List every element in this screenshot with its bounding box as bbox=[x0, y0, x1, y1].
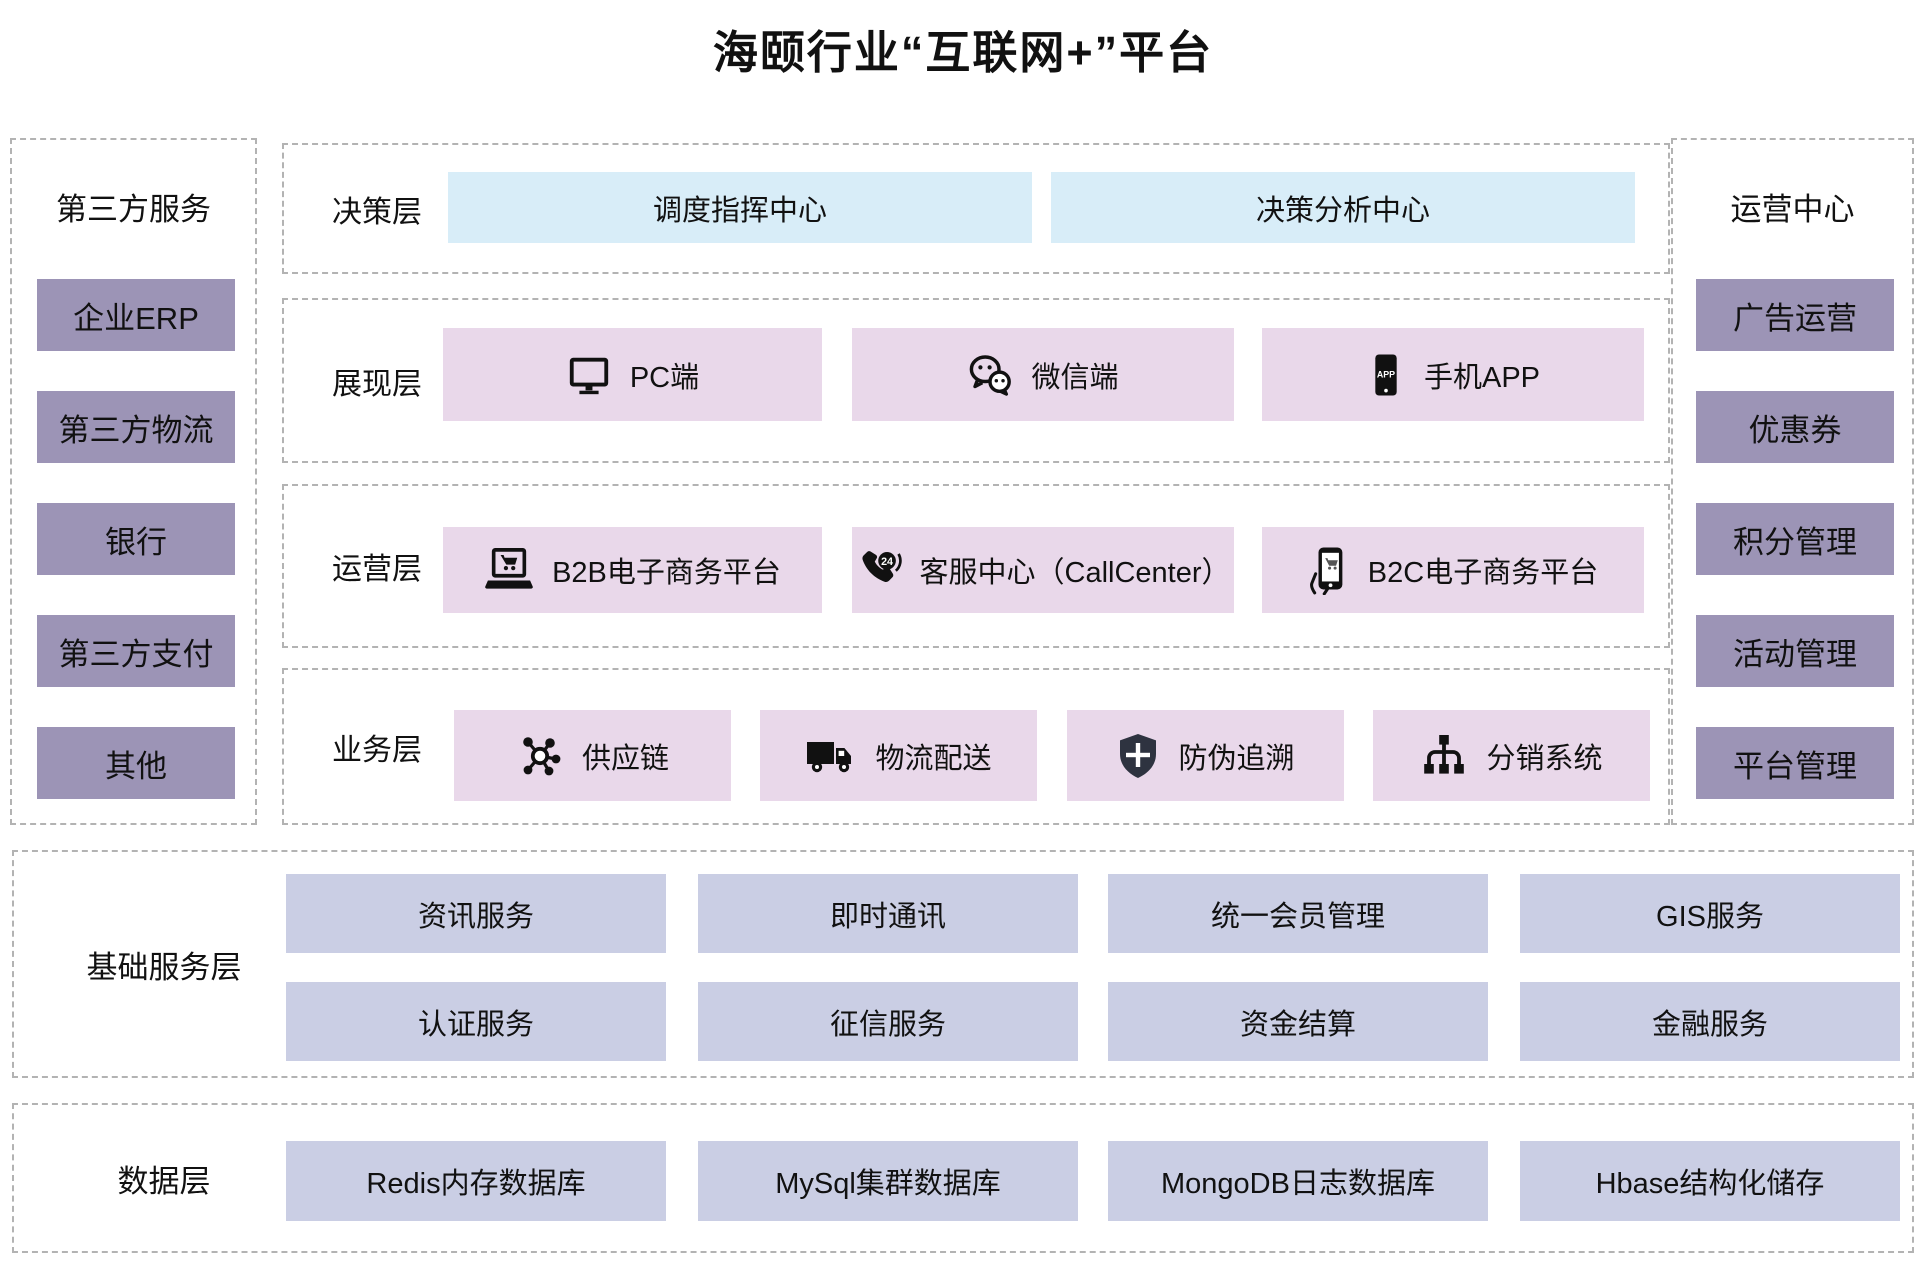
decision-layer-panel: 决策层 调度指挥中心 决策分析中心 bbox=[282, 143, 1670, 274]
phone-cart-icon bbox=[1308, 545, 1350, 595]
supply-chain-box: 供应链 bbox=[454, 710, 731, 801]
distribution-system-label: 分销系统 bbox=[1486, 742, 1603, 775]
fund-settlement-box: 资金结算 bbox=[1108, 982, 1488, 1061]
mobile-app-icon: APP bbox=[1366, 352, 1406, 398]
activity-management-box: 活动管理 bbox=[1696, 615, 1894, 687]
page-title: 海颐行业“互联网+”平台 bbox=[712, 27, 1214, 78]
other-box: 其他 bbox=[37, 727, 235, 799]
b2c-platform-box: B2C电子商务平台 bbox=[1262, 527, 1644, 613]
ad-operation-box: 广告运营 bbox=[1696, 279, 1894, 351]
distribution-icon bbox=[1420, 732, 1468, 780]
pc-client-box: PC端 bbox=[443, 328, 822, 421]
gis-service-box: GIS服务 bbox=[1520, 874, 1900, 953]
third-party-services-title: 第三方服务 bbox=[56, 192, 211, 227]
operation-center-title: 运营中心 bbox=[1730, 192, 1855, 227]
call-center-box: 24 客服中心（CallCenter） bbox=[852, 527, 1234, 613]
credit-service-box: 征信服务 bbox=[698, 982, 1078, 1061]
base-service-layer-label: 基础服务层 bbox=[86, 949, 242, 985]
operation-center-panel: 运营中心 广告运营 优惠券 积分管理 活动管理 平台管理 bbox=[1671, 138, 1914, 825]
b2c-platform-label: B2C电子商务平台 bbox=[1367, 557, 1599, 589]
supply-chain-label: 供应链 bbox=[581, 742, 669, 775]
third-party-services-panel: 第三方服务 企业ERP 第三方物流 银行 第三方支付 其他 bbox=[10, 138, 257, 825]
mobile-app-label: 手机APP bbox=[1423, 361, 1541, 394]
call-center-label: 客服中心（CallCenter） bbox=[919, 557, 1231, 589]
auth-service-box: 认证服务 bbox=[286, 982, 666, 1061]
truck-icon bbox=[805, 734, 857, 778]
mongodb-db-box: MongoDB日志数据库 bbox=[1108, 1141, 1488, 1221]
base-service-layer-panel: 基础服务层 资讯服务 即时通讯 统一会员管理 GIS服务 认证服务 征信服务 资… bbox=[12, 850, 1914, 1078]
supply-chain-icon bbox=[516, 732, 564, 780]
wechat-icon bbox=[967, 352, 1013, 398]
operation-layer-label: 运营层 bbox=[332, 553, 422, 586]
redis-db-box: Redis内存数据库 bbox=[286, 1141, 666, 1221]
decision-analysis-center-label: 决策分析中心 bbox=[1255, 194, 1430, 227]
b2b-platform-box: B2B电子商务平台 bbox=[443, 527, 822, 613]
wechat-client-label: 微信端 bbox=[1031, 361, 1119, 394]
presentation-layer-panel: 展现层 PC端 微信端 APP bbox=[282, 298, 1670, 463]
logistics-delivery-box: 物流配送 bbox=[760, 710, 1037, 801]
callcenter-24-icon: 24 bbox=[856, 547, 902, 593]
anti-counterfeit-box: 防伪追溯 bbox=[1067, 710, 1344, 801]
dispatch-command-center-box: 调度指挥中心 bbox=[448, 172, 1032, 243]
bank-box: 银行 bbox=[37, 503, 235, 575]
presentation-layer-label: 展现层 bbox=[332, 367, 422, 401]
operation-layer-panel: 运营层 B2B电子商务平台 24 客服中 bbox=[282, 484, 1670, 648]
business-layer-label: 业务层 bbox=[332, 733, 422, 767]
dispatch-command-center-label: 调度指挥中心 bbox=[652, 194, 827, 227]
wechat-client-box: 微信端 bbox=[852, 328, 1234, 421]
financial-service-box: 金融服务 bbox=[1520, 982, 1900, 1061]
b2b-platform-label: B2B电子商务平台 bbox=[552, 557, 781, 589]
svg-text:APP: APP bbox=[1377, 369, 1395, 379]
info-service-box: 资讯服务 bbox=[286, 874, 666, 953]
hbase-storage-box: Hbase结构化储存 bbox=[1520, 1141, 1900, 1221]
platform-management-box: 平台管理 bbox=[1696, 727, 1894, 799]
coupon-box: 优惠券 bbox=[1696, 391, 1894, 463]
instant-messaging-box: 即时通讯 bbox=[698, 874, 1078, 953]
business-layer-panel: 业务层 供应链 bbox=[282, 668, 1670, 825]
pc-client-label: PC端 bbox=[629, 361, 700, 394]
decision-analysis-center-box: 决策分析中心 bbox=[1051, 172, 1635, 243]
mobile-app-box: APP 手机APP bbox=[1262, 328, 1644, 421]
data-layer-label: 数据层 bbox=[117, 1163, 211, 1199]
third-party-logistics-box: 第三方物流 bbox=[37, 391, 235, 463]
erp-box: 企业ERP bbox=[37, 279, 235, 351]
decision-layer-label: 决策层 bbox=[332, 195, 422, 229]
third-party-payment-box: 第三方支付 bbox=[37, 615, 235, 687]
monitor-icon bbox=[566, 352, 612, 398]
logistics-delivery-label: 物流配送 bbox=[875, 742, 992, 775]
data-layer-panel: 数据层 Redis内存数据库 MySql集群数据库 MongoDB日志数据库 H… bbox=[12, 1103, 1914, 1253]
distribution-system-box: 分销系统 bbox=[1373, 710, 1650, 801]
laptop-cart-icon bbox=[484, 547, 534, 593]
anti-counterfeit-label: 防伪追溯 bbox=[1178, 742, 1295, 775]
mysql-db-box: MySql集群数据库 bbox=[698, 1141, 1078, 1221]
svg-text:24: 24 bbox=[881, 556, 893, 568]
unified-member-management-box: 统一会员管理 bbox=[1108, 874, 1488, 953]
shield-plus-icon bbox=[1116, 732, 1160, 780]
points-management-box: 积分管理 bbox=[1696, 503, 1894, 575]
